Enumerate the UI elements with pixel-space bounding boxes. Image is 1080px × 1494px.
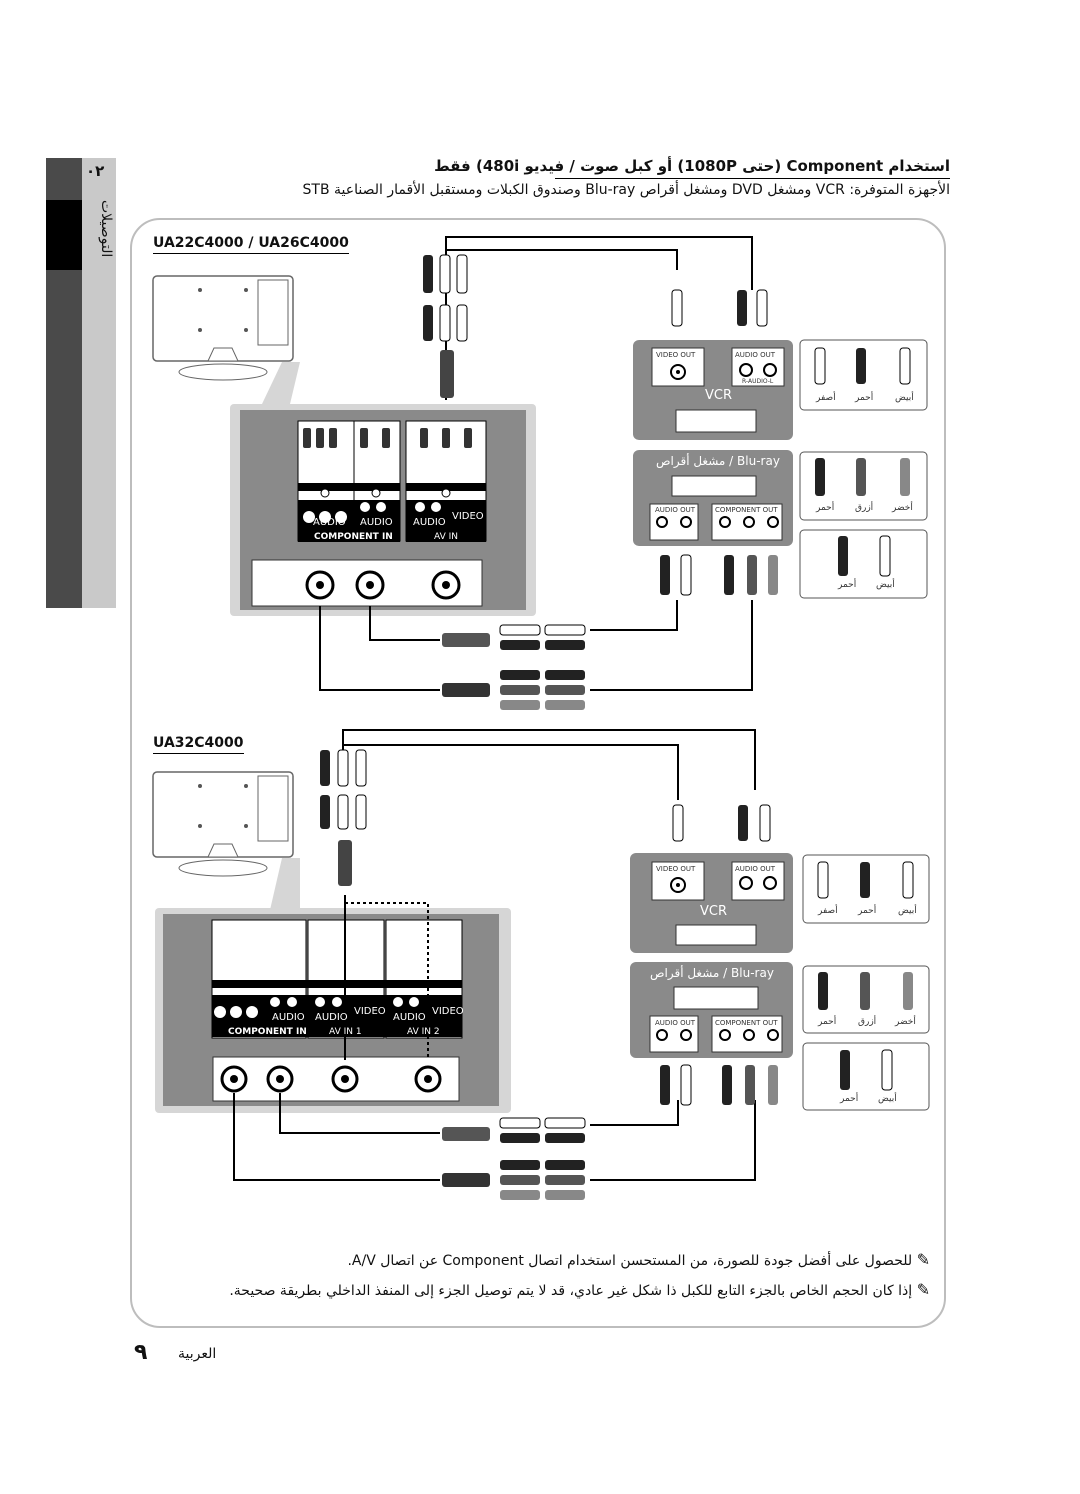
bluray-component-out-1: COMPONENT OUT bbox=[715, 506, 778, 514]
bluray-audio-out-1: AUDIO OUT bbox=[655, 506, 696, 514]
legend-audio-white-1: أبيض bbox=[876, 580, 895, 590]
legend-boxes-2 bbox=[802, 854, 930, 1111]
bluray-device-2 bbox=[630, 962, 793, 1058]
legend-audio-red-2: أحمر bbox=[840, 1094, 859, 1104]
video-label-2a: VIDEO bbox=[354, 1006, 386, 1017]
legend-white-2: أبيض bbox=[898, 906, 917, 916]
vcr-video-out-1: VIDEO OUT bbox=[656, 351, 696, 359]
audio-label-2b: AUDIO bbox=[315, 1012, 348, 1023]
vcr-audio-out-2: AUDIO OUT bbox=[735, 865, 776, 873]
chapter-tab-light bbox=[82, 158, 116, 608]
vcr-audio-out-1: AUDIO OUT bbox=[735, 351, 776, 359]
legend-comp-red-1: أحمر bbox=[816, 503, 835, 513]
av-in-label-1: AV IN bbox=[434, 532, 458, 542]
legend-comp-blue-2: أزرق bbox=[858, 1017, 877, 1027]
audio-label-2c: AUDIO bbox=[393, 1012, 426, 1023]
legend-red-1: أحمر bbox=[855, 393, 874, 403]
note-1: ✎ للحصول على أفضل جودة للصورة، من المستح… bbox=[347, 1250, 930, 1269]
chapter-label: التوصيلات bbox=[98, 200, 114, 258]
av-in1-label-2: AV IN 1 bbox=[329, 1027, 362, 1037]
legend-comp-red-2: أحمر bbox=[818, 1017, 837, 1027]
vcr-audio-sub-1: R-AUDIO-L bbox=[742, 378, 774, 385]
legend-red-2: أحمر bbox=[858, 906, 877, 916]
diagram-frame bbox=[130, 218, 946, 1328]
audio-label-2a: AUDIO bbox=[272, 1012, 305, 1023]
chapter-tab-marker bbox=[46, 200, 82, 270]
vcr-name-1: VCR bbox=[705, 388, 733, 403]
legend-comp-green-1: أخضر bbox=[892, 503, 913, 513]
plugs-1 bbox=[423, 254, 778, 710]
bluray-device-1 bbox=[633, 450, 793, 546]
model-title-1: UA22C4000 / UA26C4000 bbox=[153, 235, 349, 254]
video-label-2b: VIDEO bbox=[432, 1006, 464, 1017]
note-1-text: للحصول على أفضل جودة للصورة، من المستحسن… bbox=[347, 1253, 913, 1269]
legend-white-1: أبيض bbox=[895, 393, 914, 403]
tv-port-panel-1 bbox=[230, 404, 536, 616]
tv-front-1 bbox=[152, 275, 300, 404]
pencil-icon: ✎ bbox=[916, 1250, 930, 1269]
legend-audio-red-1: أحمر bbox=[838, 580, 857, 590]
plugs-2 bbox=[320, 749, 778, 1200]
video-label-1: VIDEO bbox=[452, 511, 484, 522]
heading-rule bbox=[555, 178, 950, 179]
chapter-number: ٠٢ bbox=[86, 162, 105, 180]
legend-audio-white-2: أبيض bbox=[878, 1094, 897, 1104]
note-2: ✎ إذا كان الحجم الخاص بالجزء التابع للكب… bbox=[229, 1280, 930, 1299]
component-in-label-1: COMPONENT IN bbox=[314, 532, 393, 542]
model-title-2: UA32C4000 bbox=[153, 735, 244, 754]
page-heading: استخدام Component (حتى 1080P) أو كبل صوت… bbox=[434, 157, 950, 175]
audio-label-1b: AUDIO bbox=[360, 517, 393, 528]
bluray-name-1: Blu-ray / مشغل أقراص bbox=[656, 454, 780, 468]
legend-boxes-1 bbox=[799, 339, 928, 599]
note-2-text: إذا كان الحجم الخاص بالجزء التابع للكبل … bbox=[229, 1283, 913, 1299]
tv-front-2 bbox=[152, 771, 300, 910]
page-language: العربية bbox=[178, 1346, 217, 1362]
cables-2 bbox=[233, 729, 756, 1181]
vcr-name-2: VCR bbox=[700, 904, 728, 919]
audio-label-1c: AUDIO bbox=[413, 517, 446, 528]
dashed-cable-2 bbox=[345, 902, 429, 1060]
available-devices: الأجهزة المتوفرة: VCR ومشغل DVD ومشغل أق… bbox=[302, 182, 950, 198]
av-in2-label-2: AV IN 2 bbox=[407, 1027, 440, 1037]
bluray-name-2: Blu-ray / مشغل أقراص bbox=[650, 966, 774, 980]
bluray-component-out-2: COMPONENT OUT bbox=[715, 1019, 778, 1027]
vcr-device-2 bbox=[630, 853, 793, 953]
legend-comp-green-2: أخضر bbox=[895, 1017, 916, 1027]
pencil-icon: ✎ bbox=[916, 1280, 930, 1299]
component-in-label-2: COMPONENT IN bbox=[228, 1027, 307, 1037]
legend-yellow-1: أصفر bbox=[816, 393, 836, 403]
audio-label-1a: AUDIO bbox=[313, 517, 346, 528]
tv-port-panel-2 bbox=[155, 908, 511, 1113]
vcr-device-1 bbox=[633, 340, 793, 440]
legend-comp-blue-1: أزرق bbox=[855, 503, 874, 513]
bluray-audio-out-2: AUDIO OUT bbox=[655, 1019, 696, 1027]
vcr-video-out-2: VIDEO OUT bbox=[656, 865, 696, 873]
legend-yellow-2: أصفر bbox=[818, 906, 838, 916]
panel-plugs-1 bbox=[303, 428, 472, 448]
page-number: ٩ bbox=[134, 1340, 148, 1365]
